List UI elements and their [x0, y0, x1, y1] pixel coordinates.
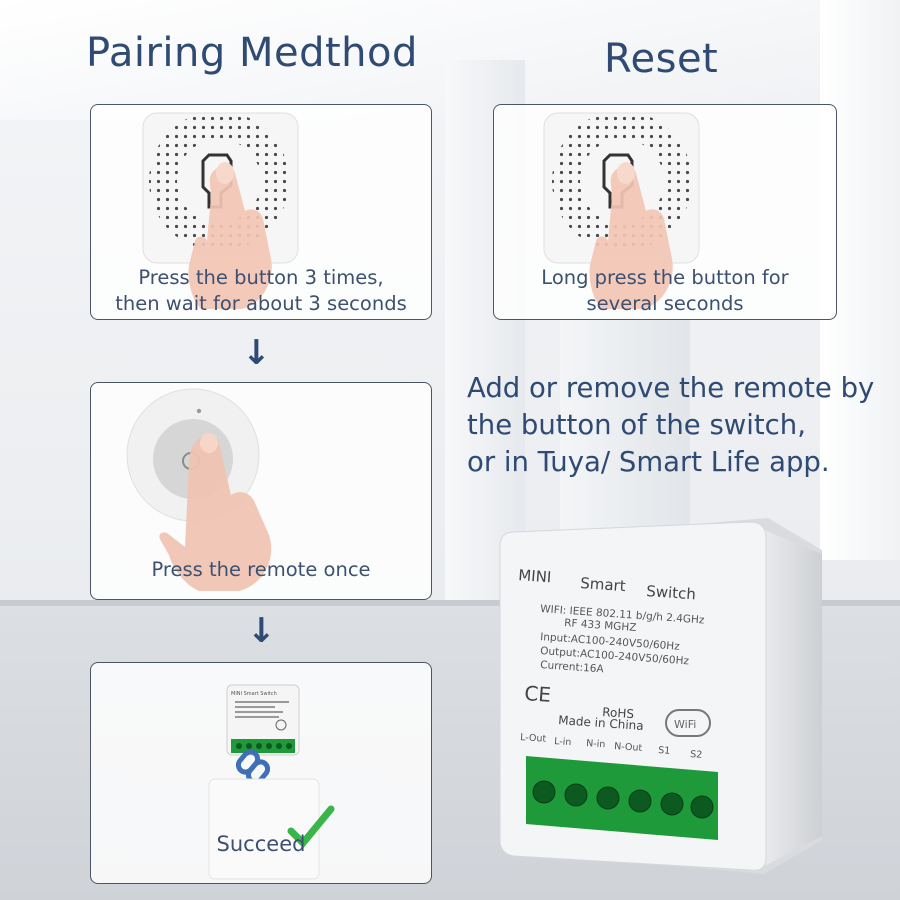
paired-devices-illustration: MINI Smart Switch: [208, 684, 335, 880]
pairing-step-2-panel: Press the remote once: [90, 382, 432, 600]
pairing-step-1-panel: Press the button 3 times, then wait for …: [90, 104, 432, 320]
pairing-step-3-panel: MINI Smart Switch Succeed: [90, 662, 432, 884]
smart-switch-device: MINI Smart Switch WIFI: IEEE 802.11 b/g/…: [499, 518, 822, 874]
brand-switch: Switch: [646, 582, 697, 603]
svg-text:L-in: L-in: [554, 736, 572, 748]
brand-mini: MINI: [518, 566, 552, 586]
remote-illustration: [126, 388, 272, 591]
remote-note: Add or remove the remote by the button o…: [467, 372, 875, 478]
svg-text:N-Out: N-Out: [614, 741, 643, 754]
svg-text:MINI Smart Switch: MINI Smart Switch: [231, 691, 277, 697]
brand-smart: Smart: [580, 574, 627, 595]
svg-text:RF 433 MGHZ: RF 433 MGHZ: [564, 617, 637, 634]
step-1-caption: Press the button 3 times, then wait for …: [115, 266, 407, 315]
made-in-label: Made in China: [558, 713, 644, 733]
switch-button-illustration: [142, 112, 299, 309]
wifi-icon: WiFi: [665, 709, 711, 737]
ce-mark: CE: [524, 681, 552, 707]
svg-text:S2: S2: [690, 749, 703, 761]
svg-text:Current:16A: Current:16A: [540, 659, 605, 675]
svg-text:WiFi: WiFi: [674, 718, 696, 731]
checkmark-icon: [287, 805, 335, 849]
reset-heading: Reset: [604, 36, 719, 82]
rohs-mark: RoHS: [602, 705, 635, 721]
reset-caption: Long press the button for several second…: [541, 266, 789, 315]
switch-button-illustration: [543, 112, 700, 309]
svg-text:N-in: N-in: [586, 738, 606, 750]
svg-text:S1: S1: [658, 745, 671, 757]
down-arrow-icon: ↓: [247, 611, 276, 651]
pairing-heading: Pairing Medthod: [86, 30, 418, 76]
step-3-caption: Succeed: [216, 832, 306, 856]
down-arrow-icon: ↓: [242, 333, 271, 373]
terminal-block: [526, 756, 718, 840]
svg-text:L-Out: L-Out: [520, 732, 547, 745]
reset-step-panel: Long press the button for several second…: [493, 104, 837, 320]
step-2-caption: Press the remote once: [151, 558, 371, 581]
